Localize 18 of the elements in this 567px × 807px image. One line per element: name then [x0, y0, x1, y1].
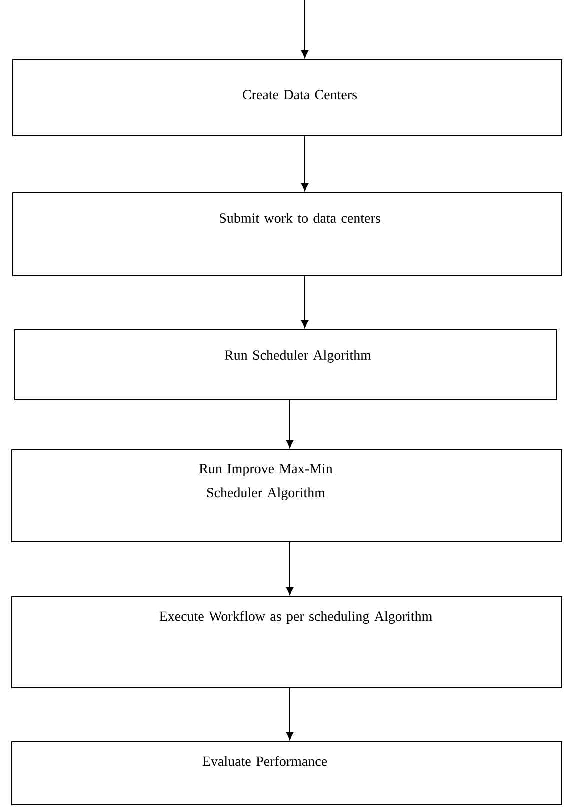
box-label: Create Data Centers [243, 90, 358, 100]
box-label: Evaluate Performance [202, 756, 328, 766]
process-box [12, 192, 562, 276]
process-box [12, 450, 562, 542]
arrow [286, 542, 294, 596]
arrow [301, 0, 309, 58]
process-box [12, 60, 562, 136]
arrow [286, 400, 294, 448]
box-label: Submit work to data centers [220, 213, 380, 224]
process-box [14, 330, 558, 400]
arrow [301, 276, 309, 328]
arrow [286, 688, 294, 740]
box-label: Execute Workflow as per scheduling Algorithm [160, 611, 432, 624]
process-box [12, 596, 562, 688]
process-box [12, 742, 562, 806]
box-label: Run Scheduler Algorithm [224, 350, 372, 363]
arrow [301, 136, 309, 192]
box-label: Run Improve Max-Min Scheduler Algorithm [200, 464, 333, 500]
